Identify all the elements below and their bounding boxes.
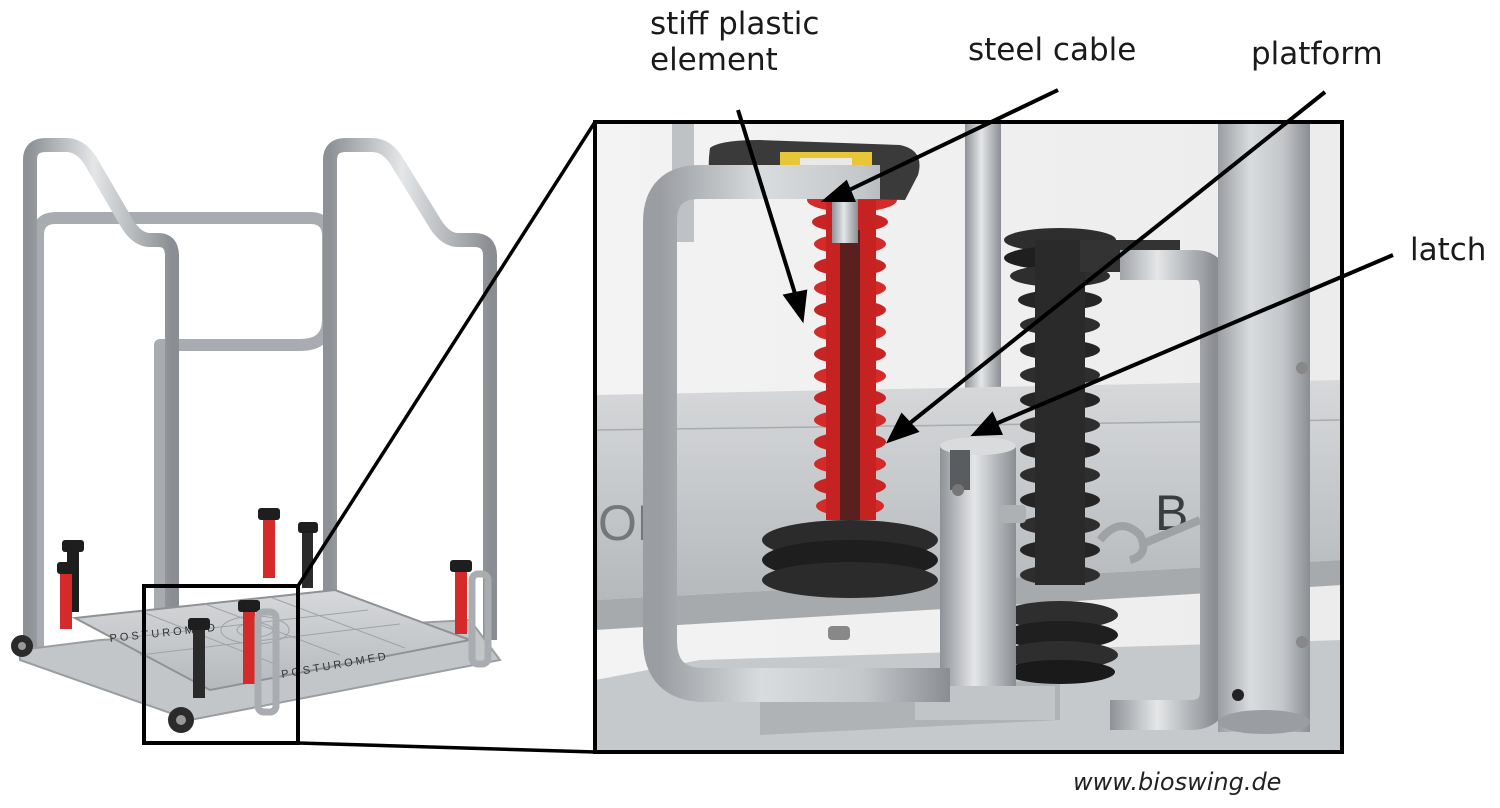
label-latch: latch [1410, 232, 1487, 268]
source-credit: www.bioswing.de [1073, 768, 1282, 796]
arrow-stiff-plastic [736, 109, 799, 301]
detail-upright-tube [1218, 122, 1310, 732]
detail-red-spring [807, 188, 897, 520]
label-stiff-plastic-line1: stiff plastic [650, 6, 820, 42]
detail-left-bracket [643, 165, 950, 702]
annotation-arrows [736, 88, 1394, 444]
detail-frame [593, 120, 1344, 754]
label-stiff-plastic-line2: element [650, 42, 778, 78]
arrow-latch [992, 253, 1394, 427]
device-overview: POSTUROMED POSTUROMED [11, 138, 502, 733]
detail-right-bracket [1110, 250, 1230, 730]
detail-selector-box [142, 584, 300, 745]
zoom-connector-top [296, 121, 597, 587]
label-stiff-plastic-element: stiff plastic element [650, 6, 819, 78]
arrow-steel-cable [844, 88, 1059, 194]
left-handle-frame [23, 138, 179, 705]
detail-base-rings [762, 520, 938, 598]
arrow-platform [903, 90, 1327, 429]
overview-springs [57, 508, 472, 698]
right-handle-frame [323, 138, 497, 640]
detail-black-spring [1002, 228, 1118, 684]
detail-hook [1096, 516, 1202, 564]
zoom-connector-bottom [297, 741, 596, 754]
label-platform: platform [1251, 36, 1383, 72]
label-steel-cable: steel cable [968, 32, 1137, 68]
detail-view: OM B [595, 122, 1342, 752]
